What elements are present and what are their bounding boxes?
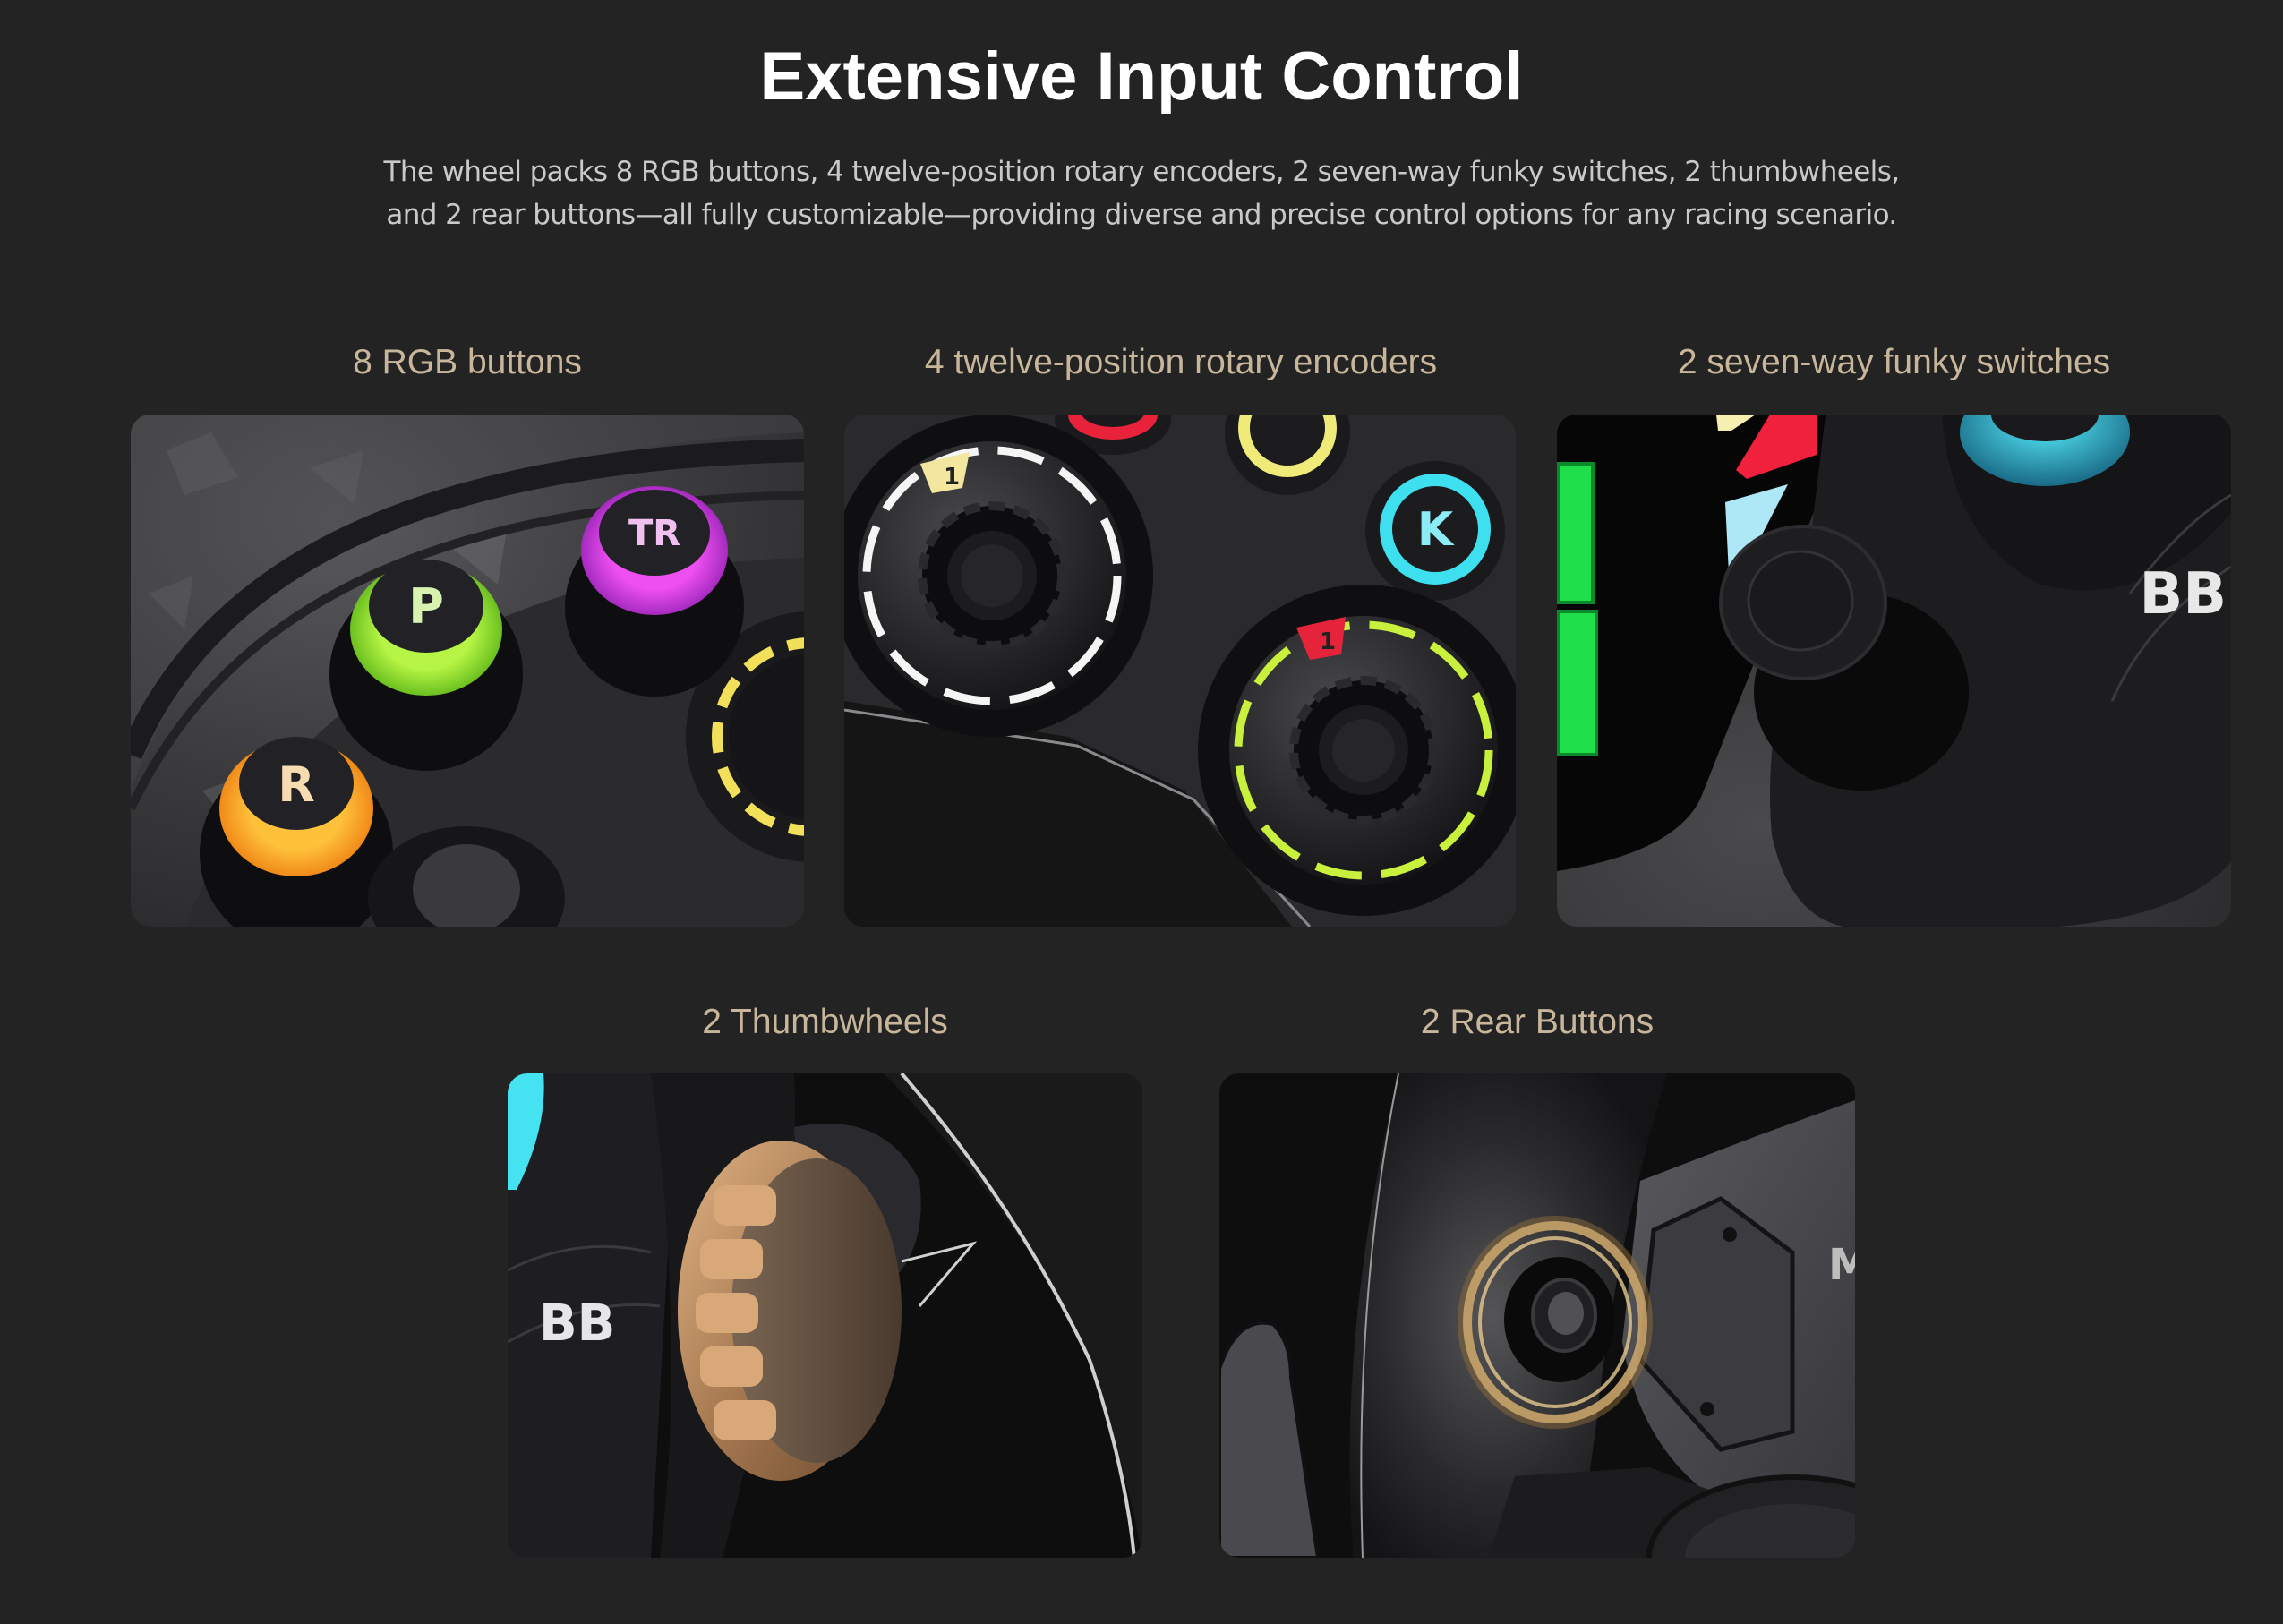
section-description: The wheel packs 8 RGB buttons, 4 twelve-… [0,150,2283,236]
encoder-position-left: 1 [944,464,960,491]
p-button-label: P [408,578,444,635]
bb-marking-thumbwheel: BB [539,1295,615,1353]
description-line-1: The wheel packs 8 RGB buttons, 4 twelve-… [383,156,1900,188]
encoder-position-right: 1 [1320,628,1336,655]
feature-label-funky-switches: 2 seven-way funky switches [1677,343,2111,381]
feature-label-rgb-buttons: 8 RGB buttons [353,343,582,381]
feature-label-thumbwheels: 2 Thumbwheels [702,1003,948,1041]
thumbwheels-illustration: BB [508,1073,1142,1558]
rotary-encoders-illustration: K 1 1 [844,415,1516,927]
rear-buttons-image: M [1219,1073,1855,1558]
feature-label-rotary-encoders: 4 twelve-position rotary encoders [924,343,1438,381]
thumbwheels-image: BB [508,1073,1142,1558]
rear-buttons-illustration: M [1219,1073,1855,1558]
section-title: Extensive Input Control [759,38,1524,115]
bb-marking: BB [2139,561,2227,628]
funky-switches-image: BB [1557,415,2231,927]
r-button-label: R [278,756,315,813]
svg-text:M: M [1828,1240,1855,1290]
funky-switches-illustration: BB [1557,415,2231,927]
tr-button-label: TR [628,513,680,554]
k-button-label: K [1417,503,1455,557]
rgb-buttons-image: TR P R [131,415,804,927]
description-line-2: and 2 rear buttons—all fully customizabl… [386,199,1897,231]
rgb-buttons-illustration: TR P R [131,415,804,927]
feature-label-rear-buttons: 2 Rear Buttons [1420,1003,1655,1041]
rotary-encoders-image: K 1 1 [844,415,1516,927]
